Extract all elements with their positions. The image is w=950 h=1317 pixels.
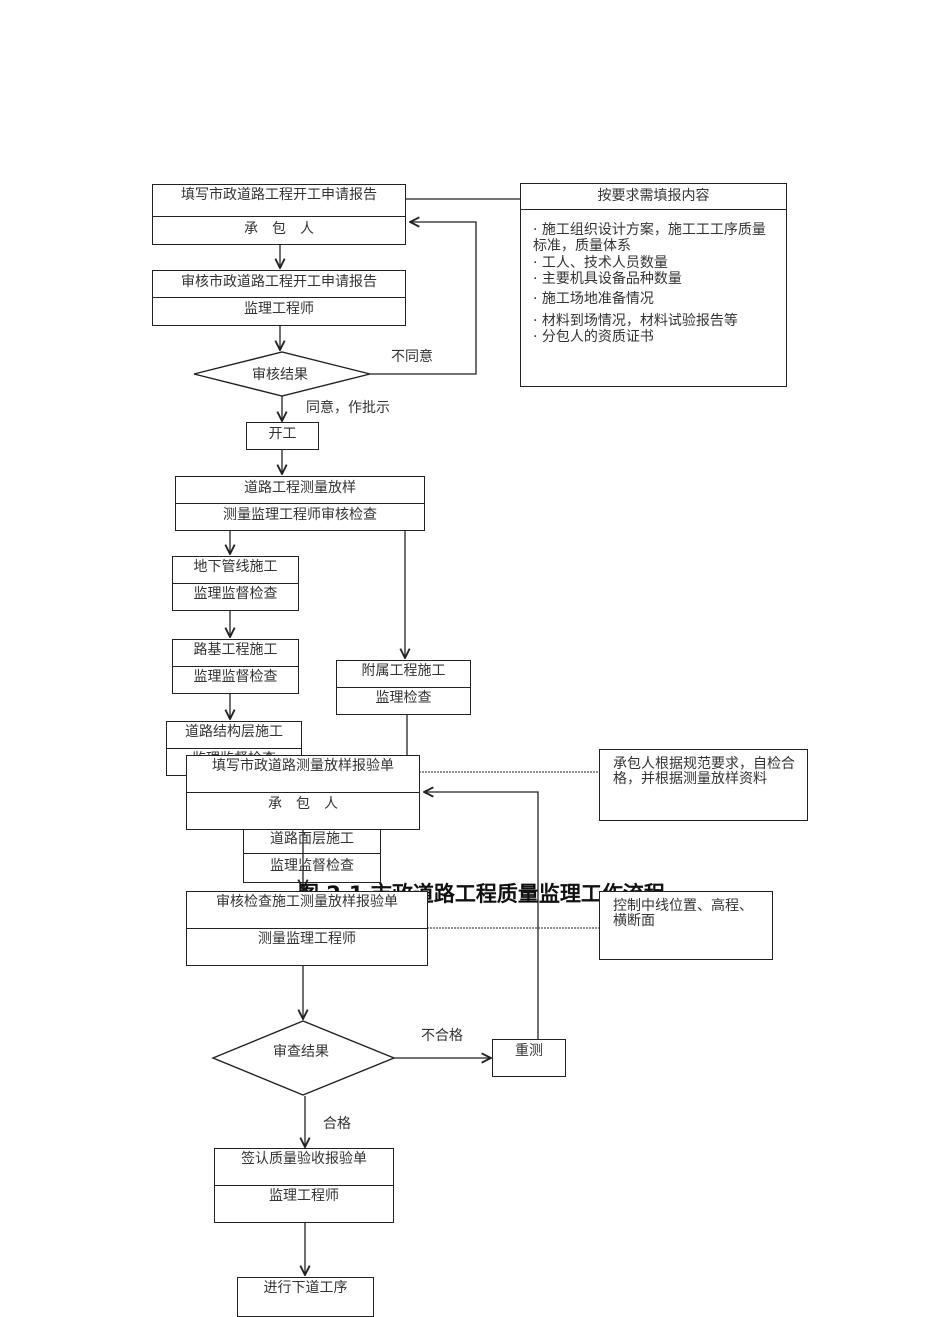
node-role: 监理检查 (375, 690, 432, 706)
contractor-note-text: 承包人根据规范要求，自检合格，并根据测量放样资料 (613, 756, 795, 787)
node-title: 道路结构层施工 (185, 724, 283, 740)
next-process-node: 进行下道工序 (237, 1277, 374, 1317)
node-role: 承 包 人 (268, 796, 338, 812)
node-title: 道路工程测量放样 (244, 480, 356, 496)
subgrade-node: 路基工程施工 监理监督检查 (172, 639, 299, 694)
arrow-resurvey-loop (424, 792, 539, 1039)
node-title: 地下管线施工 (193, 559, 278, 575)
review-application-node: 审核市政道路工程开工申请报告 监理工程师 (152, 270, 406, 326)
node-title: 开工 (268, 426, 297, 442)
node-title: 签认质量验收报验单 (241, 1151, 367, 1167)
node-role: 监理工程师 (244, 301, 314, 317)
node-title: 审核市政道路工程开工申请报告 (181, 274, 377, 290)
requirement-item: · 分包人的资质证书 (533, 329, 654, 345)
fill-survey-form-node: 填写市政道路测量放样报验单 承 包 人 (186, 755, 420, 830)
review-result-diamond (193, 351, 371, 397)
requirement-item: · 材料到场情况，材料试验报告等 (533, 313, 738, 329)
fill-application-node: 填写市政道路工程开工申请报告 承 包 人 (152, 184, 406, 245)
fail-label: 不合格 (421, 1028, 463, 1044)
node-role: 测量监理工程师 (258, 931, 356, 947)
review-result-label: 审核结果 (252, 367, 308, 383)
sign-acceptance-node: 签认质量验收报验单 监理工程师 (214, 1148, 394, 1223)
node-title: 道路面层施工 (270, 831, 354, 847)
node-role: 测量监理工程师审核检查 (223, 507, 377, 523)
node-role: 监理监督检查 (193, 586, 278, 602)
node-title: 填写市政道路工程开工申请报告 (181, 187, 377, 203)
node-role: 承 包 人 (244, 221, 314, 237)
disagree-label: 不同意 (391, 349, 433, 365)
node-title: 附属工程施工 (361, 663, 446, 679)
arrow-disagree-loop (370, 222, 477, 375)
survey-layout-node: 道路工程测量放样 测量监理工程师审核检查 (175, 476, 425, 531)
contractor-note-box: 承包人根据规范要求，自检合格，并根据测量放样资料 (599, 749, 808, 821)
requirements-title: 按要求需填报内容 (597, 188, 710, 204)
requirement-item: · 主要机具设备品种数量 (533, 271, 682, 287)
node-role: 监理监督检查 (270, 858, 354, 874)
node-title: 填写市政道路测量放样报验单 (212, 758, 394, 774)
check-result-label: 审查结果 (273, 1044, 329, 1060)
requirement-item: · 施工场地准备情况 (533, 291, 654, 307)
node-title: 重测 (515, 1043, 543, 1059)
node-title: 进行下道工序 (263, 1280, 348, 1296)
requirements-list: · 施工组织设计方案，施工工工序质量标准，质量体系 · 工人、技术人员数量 · … (533, 222, 778, 345)
review-survey-form-node: 审核检查施工测量放样报验单 测量监理工程师 (186, 891, 428, 966)
ancillary-node: 附属工程施工 监理检查 (336, 660, 471, 715)
node-title: 审核检查施工测量放样报验单 (216, 894, 398, 910)
requirements-box: 按要求需填报内容 · 施工组织设计方案，施工工工序质量标准，质量体系 · 工人、… (520, 183, 787, 387)
start-work-node: 开工 (246, 422, 319, 450)
requirement-item: · 施工组织设计方案，施工工工序质量标准，质量体系 (533, 222, 766, 254)
underground-pipeline-node: 地下管线施工 监理监督检查 (172, 556, 299, 611)
check-result-diamond (211, 1020, 396, 1096)
control-note-box: 控制中线位置、高程、横断面 (599, 891, 773, 960)
requirement-item: · 工人、技术人员数量 (533, 255, 668, 271)
resurvey-node: 重测 (492, 1039, 566, 1077)
node-role: 监理监督检查 (193, 669, 278, 685)
control-note-text: 控制中线位置、高程、横断面 (613, 898, 753, 929)
pass-label: 合格 (323, 1116, 351, 1132)
agree-label: 同意，作批示 (306, 400, 390, 416)
node-title: 路基工程施工 (193, 642, 278, 658)
node-role: 监理工程师 (269, 1188, 339, 1204)
